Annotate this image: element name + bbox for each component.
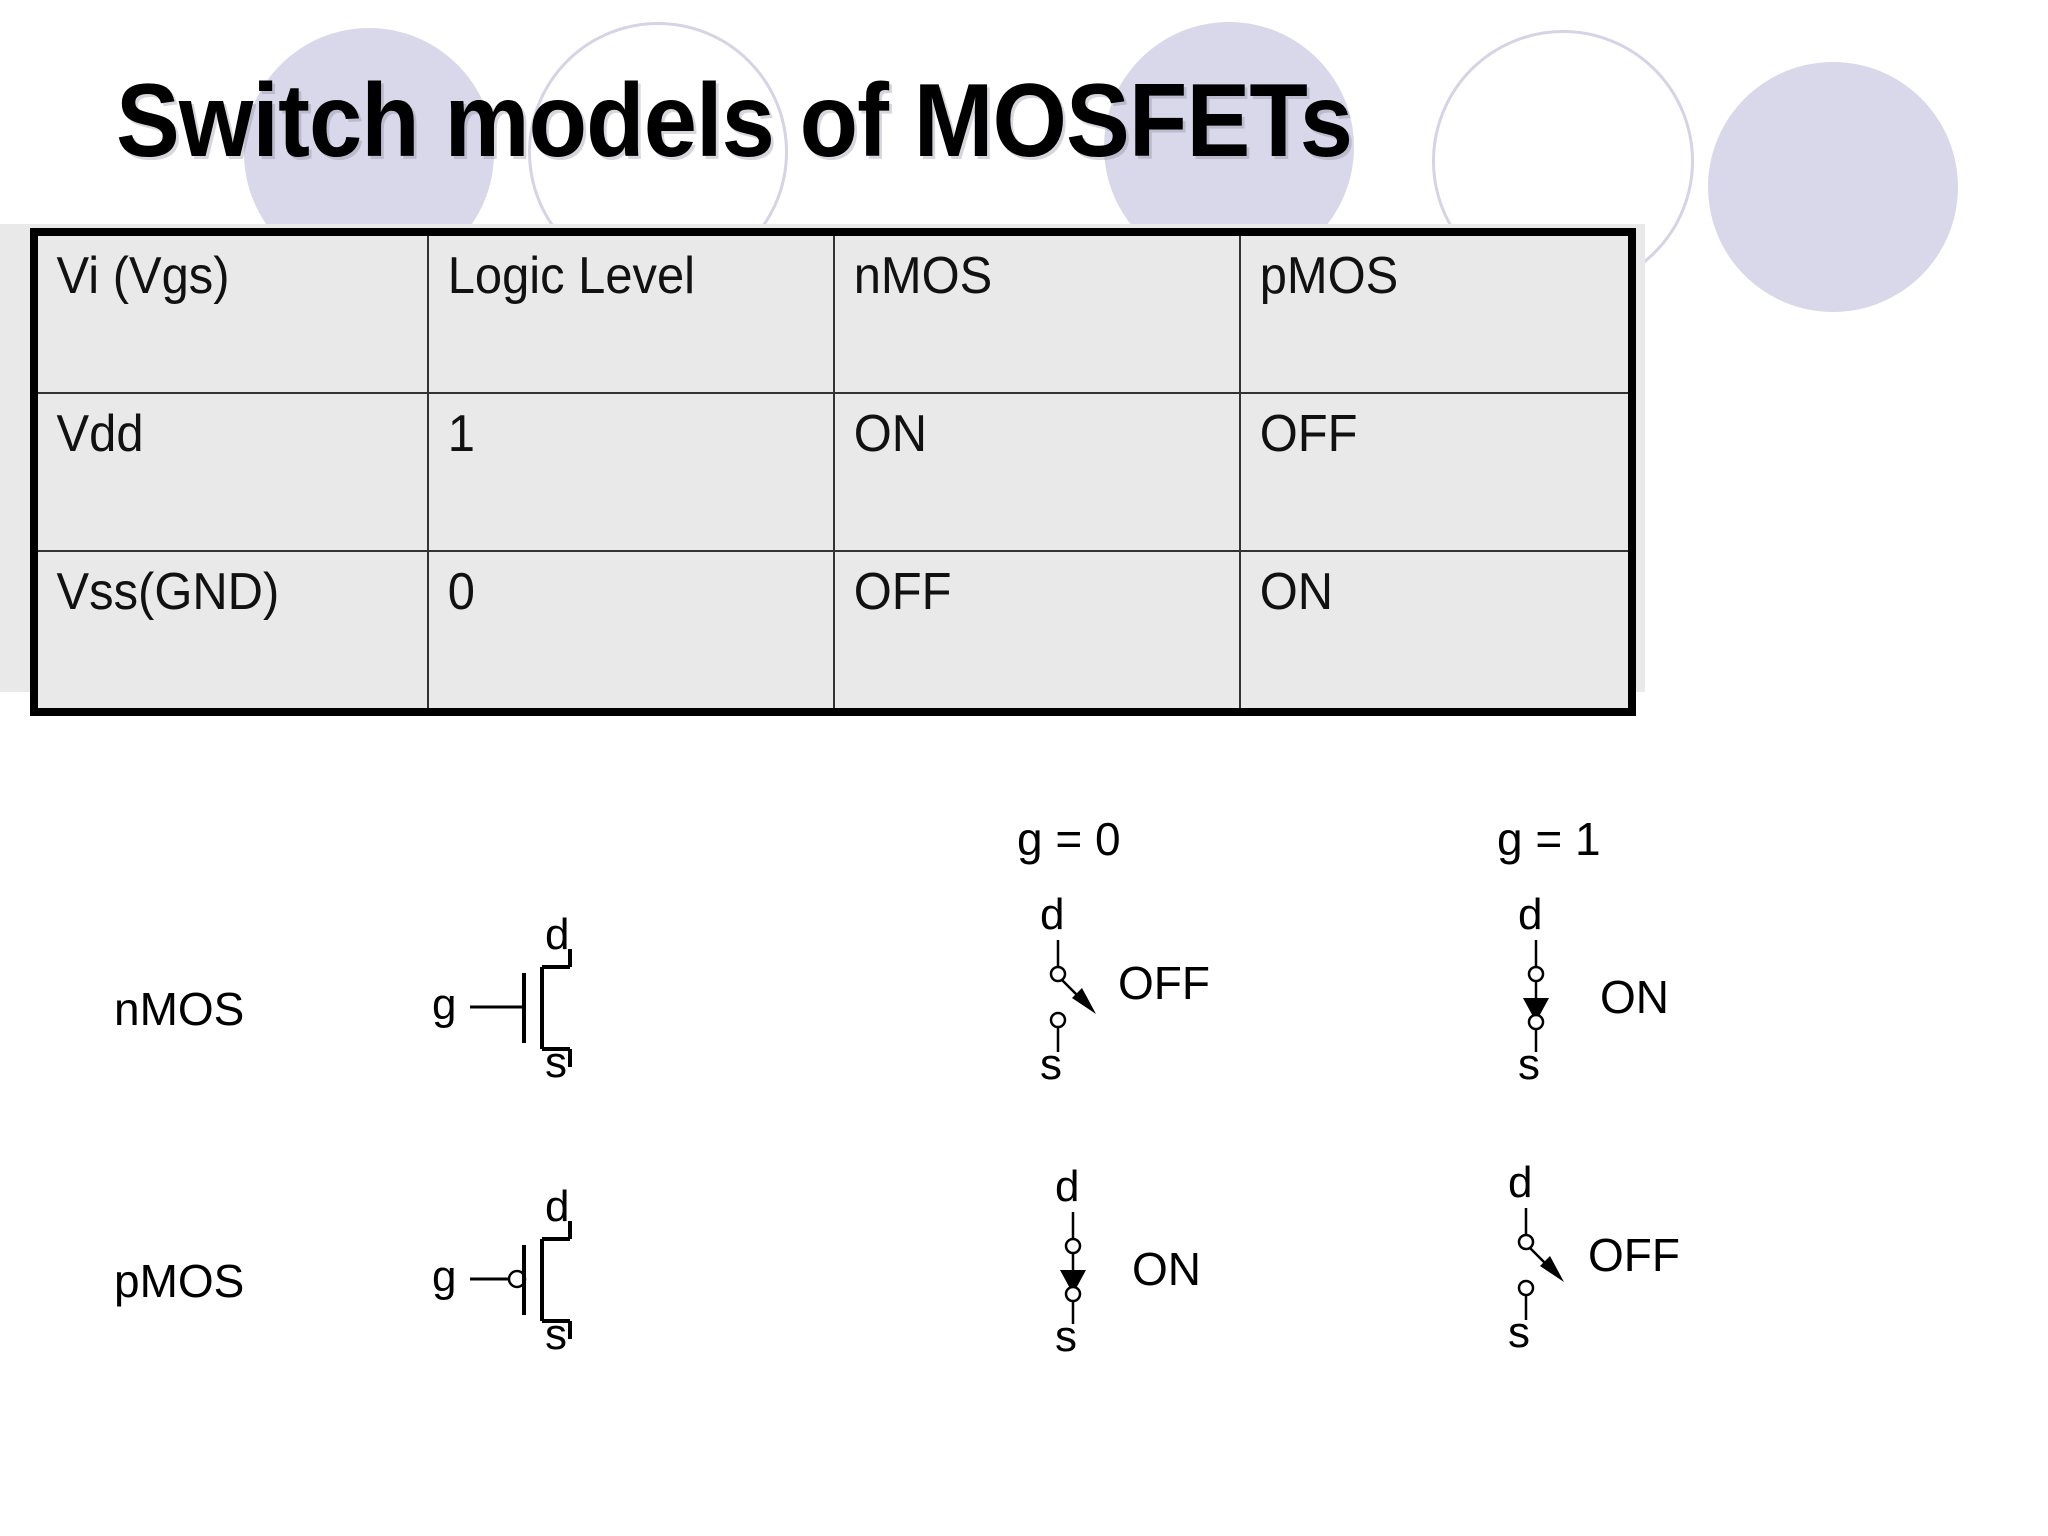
- pmos-symbol-gate-label: g: [432, 1252, 457, 1301]
- nmos-g1-switch-closed-icon: [1523, 940, 1549, 1052]
- table-cell-logic: 1: [427, 392, 811, 552]
- mosfet-truth-table: Vi (Vgs) Logic Level nMOS pMOS Vdd 1 ON …: [30, 228, 1636, 716]
- nmos-g1-source-label: s: [1518, 1040, 1540, 1089]
- nmos-g0-source-label: s: [1040, 1040, 1062, 1089]
- nmos-symbol-drain-label: d: [545, 910, 570, 959]
- pmos-g0-drain-label: d: [1055, 1162, 1080, 1211]
- pmos-g1-source-label: s: [1508, 1308, 1530, 1357]
- table-row: Vdd 1 ON OFF: [33, 392, 1632, 552]
- nmos-g1-drain-label: d: [1518, 890, 1543, 939]
- table-header-cell-pmos: pMOS: [1239, 231, 1610, 394]
- device-label-nmos: nMOS: [114, 983, 245, 1035]
- pmos-g0-source-label: s: [1055, 1312, 1077, 1361]
- table-cell-nmos: ON: [833, 392, 1217, 552]
- table-header-row: Vi (Vgs) Logic Level nMOS pMOS: [33, 231, 1632, 394]
- table-cell-logic: 0: [427, 550, 811, 713]
- nmos-symbol-gate-label: g: [432, 980, 457, 1029]
- pmos-g1-state-label: OFF: [1588, 1229, 1680, 1281]
- table-row: Vss(GND) 0 OFF ON: [33, 550, 1632, 713]
- device-label-pmos: pMOS: [114, 1255, 245, 1307]
- pmos-g1-switch-open-icon: [1517, 1208, 1564, 1320]
- pmos-g1-drain-label: d: [1508, 1158, 1533, 1207]
- column-header-g0: g = 0: [1017, 813, 1121, 865]
- table-cell-pmos: OFF: [1239, 392, 1610, 552]
- pmos-g0-state-label: ON: [1132, 1243, 1201, 1295]
- pmos-g0-switch-closed-icon: [1060, 1212, 1086, 1324]
- decorative-circle-filled-3: [1708, 62, 1958, 312]
- table-header-cell-logic-level: Logic Level: [427, 231, 811, 394]
- pmos-symbol-drain-label: d: [545, 1182, 570, 1231]
- pmos-transistor-symbol: [470, 1221, 572, 1339]
- column-header-g1: g = 1: [1497, 813, 1601, 865]
- table-header-cell-nmos: nMOS: [833, 231, 1217, 394]
- table-cell-vi: Vss(GND): [33, 550, 406, 713]
- nmos-transistor-symbol: [470, 949, 572, 1067]
- nmos-g0-state-label: OFF: [1118, 957, 1210, 1009]
- table-cell-pmos: ON: [1239, 550, 1610, 713]
- nmos-g0-switch-open-icon: [1049, 940, 1096, 1052]
- table-cell-nmos: OFF: [833, 550, 1217, 713]
- page-title: Switch models of MOSFETs: [116, 63, 1353, 179]
- nmos-g1-state-label: ON: [1600, 971, 1669, 1023]
- table-header-cell-vi: Vi (Vgs): [33, 231, 406, 394]
- nmos-g0-drain-label: d: [1040, 890, 1065, 939]
- table-cell-vi: Vdd: [33, 392, 406, 552]
